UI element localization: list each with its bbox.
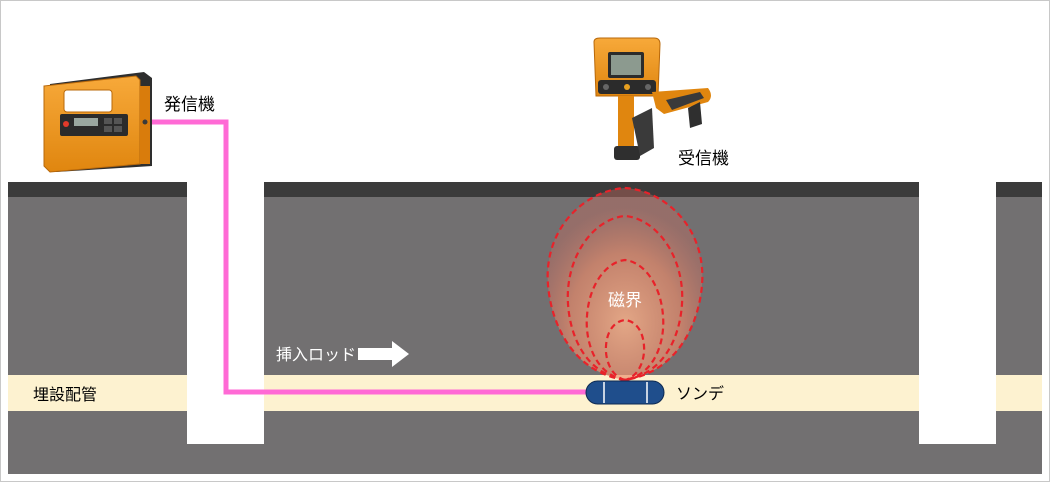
field-line-2 (566, 214, 684, 382)
magnetic-field-label: 磁界 (608, 291, 642, 311)
magnetic-field (546, 186, 704, 382)
road-surface (8, 182, 1042, 197)
transmitter-label: 発信機 (164, 95, 215, 115)
ground-fill (8, 182, 1042, 474)
field-line-inner (604, 318, 646, 382)
buried-pipe-label: 埋設配管 (33, 385, 97, 404)
sonde-body (585, 380, 665, 405)
sonde-label: ソンデ (676, 384, 724, 403)
transmitter-cable (146, 119, 590, 395)
sonde-capsule-icon (585, 380, 665, 405)
receiving-pit (919, 182, 996, 444)
ground-cross-section (8, 182, 1042, 474)
receiver-locator-icon (593, 37, 711, 160)
receiver-label: 受信機 (678, 149, 729, 169)
field-line-outer (546, 186, 704, 382)
transmitter-device-icon (43, 72, 152, 173)
insertion-rod-label: 挿入ロッド (276, 345, 356, 364)
field-line-3 (585, 258, 665, 382)
arrow-right-icon (358, 341, 409, 367)
